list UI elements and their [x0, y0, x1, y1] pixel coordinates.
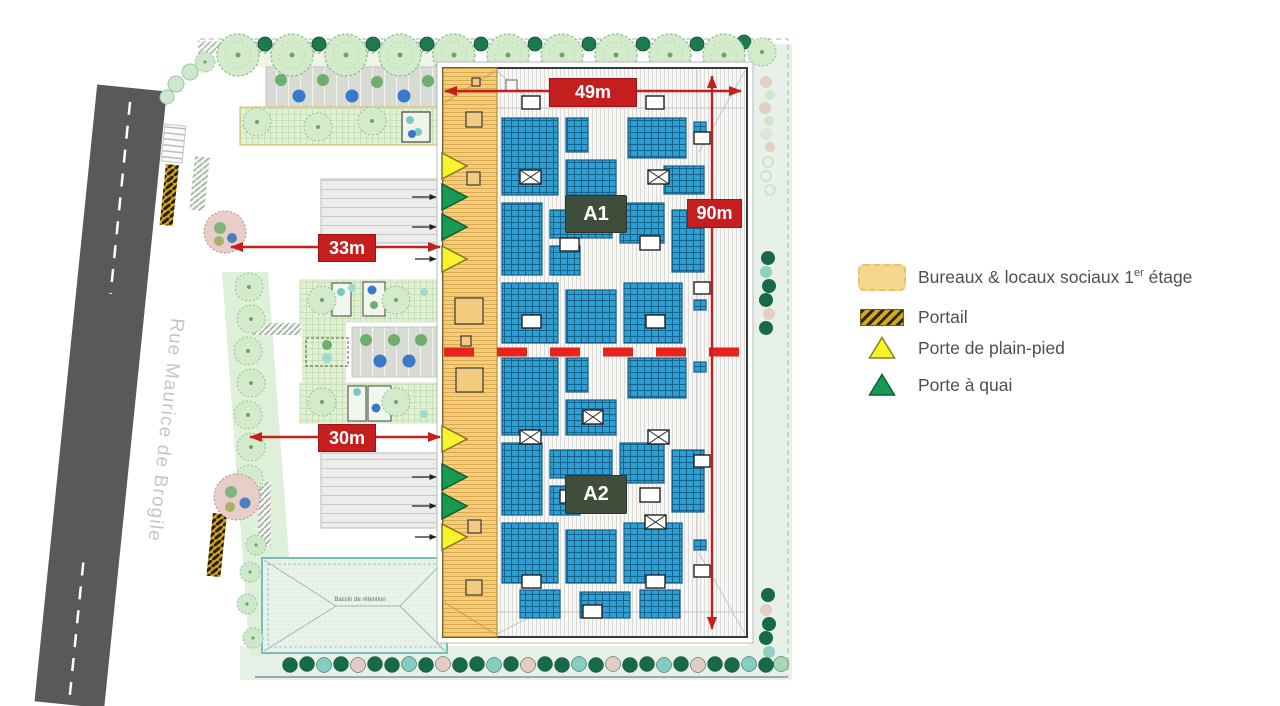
portail-south-icon — [206, 513, 227, 578]
dimension-90m-label: 90m — [687, 199, 742, 228]
porte-a-quai-icon — [441, 491, 469, 521]
porte-plain-pied-icon — [441, 522, 469, 552]
porte-plain-pied-icon — [441, 244, 469, 274]
legend-item-label: Portail — [918, 306, 968, 327]
legend-item-label: Bureaux & locaux sociaux 1er étage — [918, 266, 1193, 287]
doors-quai — [441, 182, 469, 521]
cell-a2-label: A2 — [565, 475, 627, 514]
tree-row-top — [159, 33, 777, 105]
ornamental-tree-north — [203, 210, 247, 254]
ornamental-tree-south — [213, 473, 261, 521]
skylight-x — [519, 169, 542, 185]
skylight-x — [647, 429, 670, 445]
dimension-33m-label: 33m — [318, 234, 376, 262]
dimension-49m-label: 49m — [549, 78, 637, 107]
north-parking — [239, 66, 446, 146]
skylight-x — [647, 169, 670, 185]
porte-plain-pied-icon — [441, 151, 469, 181]
porte-a-quai-icon — [441, 212, 469, 242]
legend-item-porte-plain-pied: Porte de plain-pied — [858, 333, 1065, 363]
porte-a-quai-icon — [868, 373, 896, 396]
porte-plain-pied-icon — [441, 424, 469, 454]
roof-access-box — [505, 79, 518, 92]
porte-a-quai-icon — [441, 462, 469, 492]
portail-north-icon — [159, 164, 179, 227]
site-plan-graphics — [34, 33, 792, 706]
road — [34, 84, 167, 706]
portail-gates — [159, 164, 227, 578]
legend-item-porte-a-quai: Porte à quai — [858, 370, 1012, 400]
dimension-30m-label: 30m — [318, 424, 376, 452]
skylight-x — [644, 514, 667, 530]
retention-basin — [261, 557, 448, 654]
offices-area-swatch — [858, 263, 906, 291]
legend-item-portail: Portail — [858, 302, 968, 332]
legend-item-label: Porte à quai — [918, 374, 1013, 395]
east-strip-shrubs — [759, 76, 776, 672]
cell-a1-label: A1 — [565, 195, 627, 233]
doors-plain-pied — [441, 151, 469, 552]
legend-item-label: Porte de plain-pied — [918, 337, 1065, 358]
skylight-x — [582, 409, 604, 425]
skylight-x — [519, 429, 542, 445]
tree-column-west — [203, 210, 267, 649]
walkways — [160, 123, 301, 546]
portail-swatch — [860, 308, 904, 326]
basin-label: Bassin de rétention — [334, 597, 386, 603]
porte-plain-pied-icon — [868, 336, 896, 359]
warehouse-building — [412, 61, 754, 644]
porte-a-quai-icon — [441, 182, 469, 212]
legend-item-bureaux: Bureaux & locaux sociaux 1er étage — [858, 262, 1192, 292]
door-arrows — [412, 194, 437, 540]
